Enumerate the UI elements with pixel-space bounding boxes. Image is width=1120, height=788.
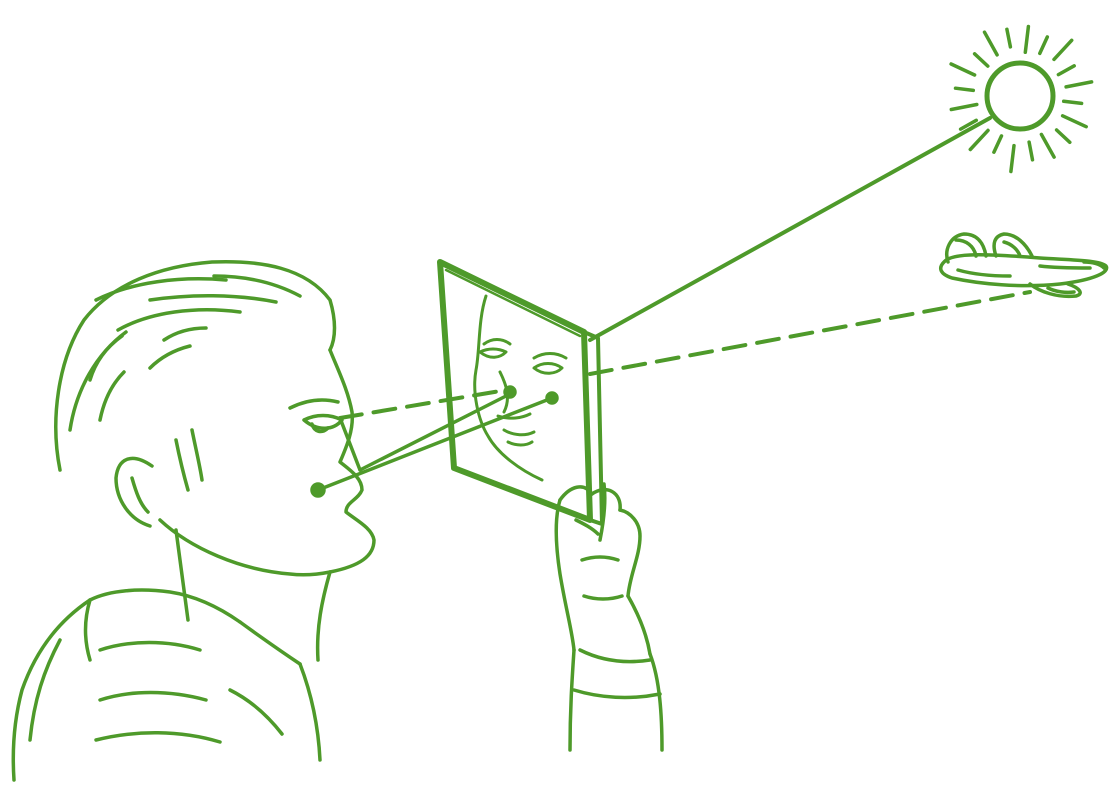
- sun-ray: [1011, 146, 1014, 172]
- sun-ray: [1029, 142, 1032, 160]
- sun-ray: [1064, 101, 1082, 103]
- sun-ray: [1057, 130, 1070, 142]
- sun-icon: [951, 27, 1092, 172]
- sun-ray: [1054, 40, 1072, 59]
- mirror-hole-dot: [505, 387, 515, 397]
- sun-ray: [1063, 116, 1087, 127]
- hand: [556, 484, 662, 750]
- sun-ray: [994, 136, 1002, 152]
- mirror-reflection-dot: [547, 393, 557, 403]
- sun-ray: [1025, 27, 1028, 53]
- sun-ray: [1041, 134, 1054, 157]
- sun-ray: [975, 54, 988, 66]
- sun-ray: [1040, 37, 1048, 53]
- sun-ray: [1058, 66, 1074, 75]
- sun-ray: [1007, 29, 1011, 47]
- sun-ray: [985, 32, 998, 55]
- sun-ray-line: [590, 118, 990, 340]
- sun-ray: [951, 64, 975, 75]
- eye-sight-line: [340, 390, 506, 418]
- mouth-aim-dot: [312, 484, 324, 496]
- sun-ray: [1066, 82, 1092, 87]
- sun-ray: [951, 105, 977, 110]
- sun-ray: [970, 130, 988, 149]
- sun-ray: [956, 88, 974, 90]
- reflection-line-b: [360, 396, 506, 470]
- airplane-icon: [941, 234, 1107, 296]
- man-figure: [13, 262, 374, 780]
- signal-mirror: [440, 262, 602, 524]
